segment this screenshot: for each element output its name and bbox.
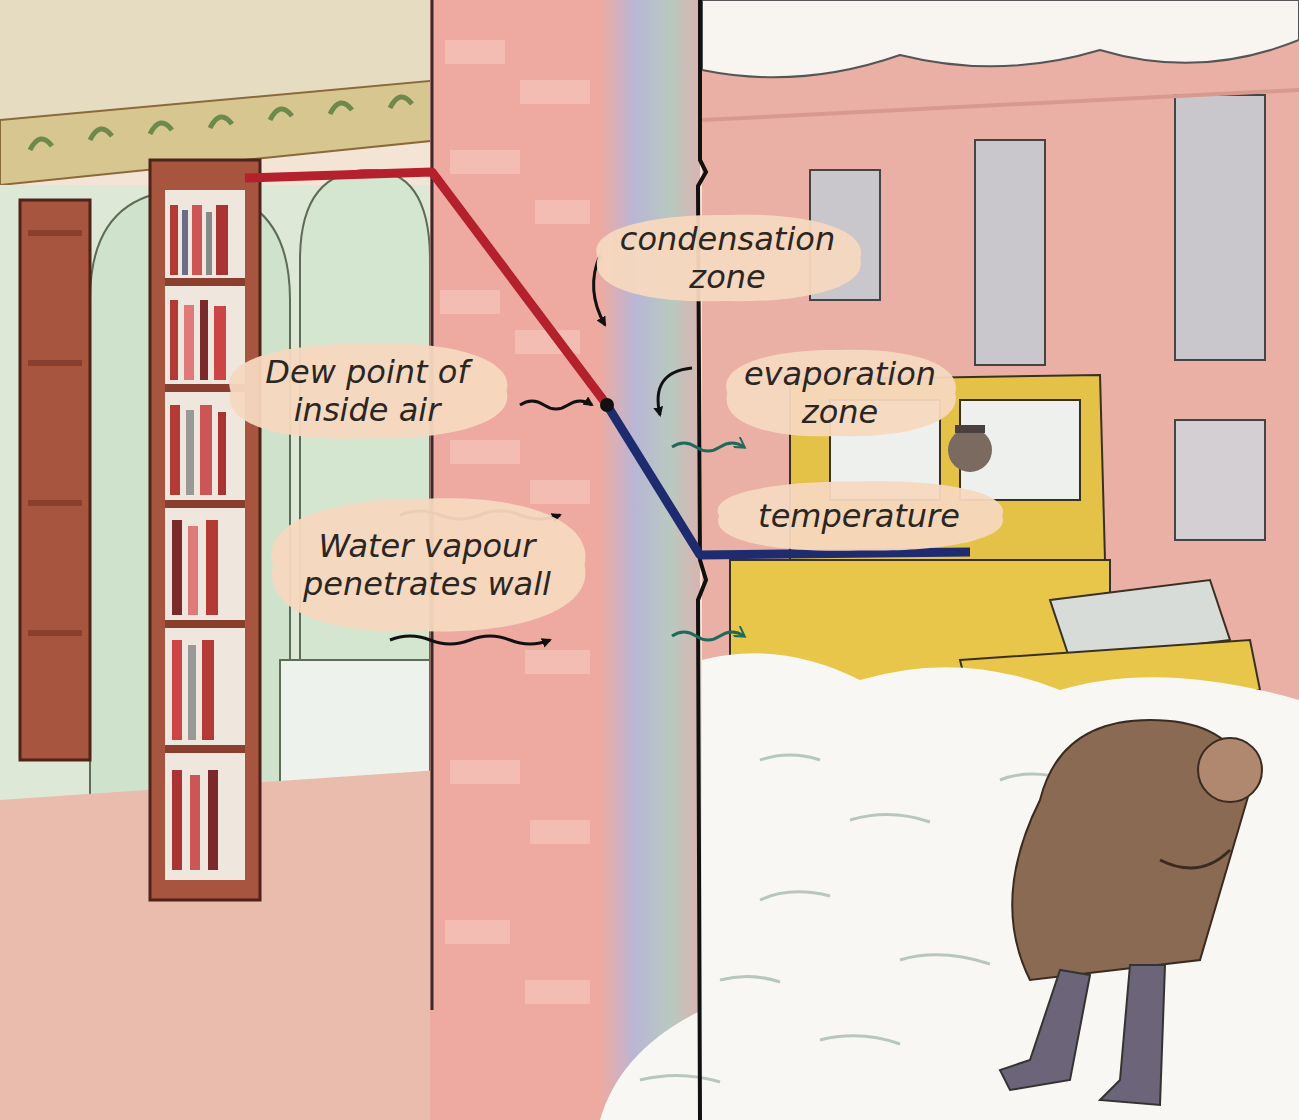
bookshelf xyxy=(165,190,245,880)
leader-arrow xyxy=(520,401,592,409)
bookshelf xyxy=(188,526,198,615)
brick-wall xyxy=(450,440,520,464)
brick-wall xyxy=(440,290,500,314)
temperature-callout: temperature xyxy=(700,476,1018,556)
brick-wall xyxy=(450,760,520,784)
brick-wall xyxy=(535,200,590,224)
snow-pile xyxy=(600,653,1299,1120)
bookshelf xyxy=(208,770,218,870)
snow-pile xyxy=(640,755,1070,1082)
brick-wall xyxy=(450,150,520,174)
bookshelf xyxy=(172,770,182,870)
brick-wall xyxy=(525,650,590,674)
callout-text-box: condensation zone xyxy=(580,208,875,308)
brick-wall xyxy=(530,480,590,504)
condensation-band xyxy=(600,0,700,1120)
bookshelf xyxy=(165,745,245,753)
bookshelf xyxy=(192,205,202,275)
bookshelf xyxy=(28,360,82,366)
bookshelf xyxy=(28,500,82,506)
bookshelf xyxy=(28,230,82,236)
callout-text-box: Dew point of inside air xyxy=(212,336,522,446)
brick-wall xyxy=(525,980,590,1004)
pedestrian xyxy=(1000,970,1090,1090)
zone-callout: evaporation zone xyxy=(712,343,968,443)
exterior-street xyxy=(702,90,1299,120)
bookshelf xyxy=(206,520,218,615)
vapour-arrow xyxy=(672,632,744,640)
callout-blob xyxy=(229,343,507,438)
snow-pile xyxy=(600,653,1299,1120)
outer-wall-face xyxy=(698,0,706,1120)
bookshelf xyxy=(170,405,180,495)
callout-blob xyxy=(718,481,1003,550)
callout-text-box: temperature xyxy=(700,476,1018,556)
temperature-profile xyxy=(245,172,970,555)
brick-wall xyxy=(445,920,510,944)
bookshelf xyxy=(165,500,245,508)
temperature-profile xyxy=(600,398,614,412)
bookshelf xyxy=(165,278,245,286)
bookshelf xyxy=(202,640,214,740)
bookshelf xyxy=(165,620,245,628)
dew-point-callout: Dew point of inside air xyxy=(212,336,522,446)
bookshelf xyxy=(182,210,188,275)
bookshelf xyxy=(188,645,196,740)
bookshelf xyxy=(170,205,178,275)
bookshelf xyxy=(172,640,182,740)
callout-text: condensation zone xyxy=(603,220,853,296)
bookshelf xyxy=(170,300,178,380)
callout-text: Water vapour penetrates wall xyxy=(282,527,572,603)
bookshelf xyxy=(214,306,226,380)
pedestrian xyxy=(1100,965,1165,1105)
exterior-street xyxy=(975,140,1045,365)
leader-arrow xyxy=(658,368,692,415)
callout-blob xyxy=(726,350,956,437)
callout-text-box: evaporation zone xyxy=(712,343,968,443)
exterior-street xyxy=(702,20,1299,720)
bookshelf xyxy=(216,205,228,275)
bookshelf xyxy=(190,775,200,870)
bookshelf xyxy=(200,300,208,380)
bookshelf xyxy=(200,405,212,495)
bookshelf xyxy=(186,410,194,495)
zone-callout: condensation zone xyxy=(580,208,875,308)
vapour-arrow xyxy=(390,636,550,644)
bookshelf xyxy=(150,160,260,900)
pedestrian xyxy=(1198,738,1262,802)
exterior-street xyxy=(702,0,1299,77)
bookshelf xyxy=(28,630,82,636)
brick-wall xyxy=(530,820,590,844)
bookshelf xyxy=(184,305,194,380)
vapour-arrow xyxy=(672,443,744,451)
pedestrian xyxy=(1160,850,1230,868)
exterior-street xyxy=(1175,95,1265,360)
snow-plow xyxy=(948,428,992,472)
callout-text: Dew point of inside air xyxy=(247,353,487,429)
callout-blob xyxy=(271,498,585,631)
brick-wall xyxy=(445,40,505,64)
brick-wall xyxy=(520,80,590,104)
interior-room xyxy=(30,97,412,150)
callout-text: evaporation zone xyxy=(730,355,950,431)
bookshelf xyxy=(20,160,260,900)
callout-blob xyxy=(596,215,861,302)
snow-plow xyxy=(955,425,985,433)
bookshelf xyxy=(218,412,226,495)
callout-text: temperature xyxy=(758,497,960,535)
bookshelf xyxy=(172,520,182,615)
pedestrian xyxy=(1000,720,1262,1105)
bookshelf xyxy=(206,212,212,275)
vapour-callout: Water vapour penetrates wall xyxy=(252,488,602,642)
exterior-street xyxy=(1175,420,1265,540)
callout-text-box: Water vapour penetrates wall xyxy=(252,488,602,642)
outer-wall-face xyxy=(698,0,706,1120)
bookshelf xyxy=(20,200,90,760)
